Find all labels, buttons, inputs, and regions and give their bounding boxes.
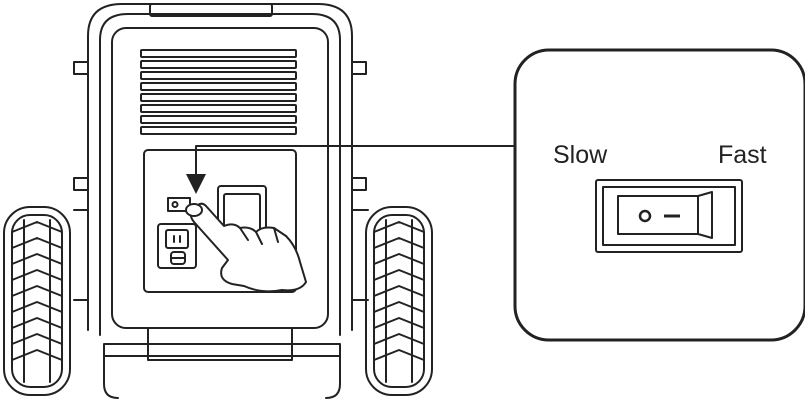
base-leg <box>325 355 341 399</box>
vent-grille <box>140 49 297 135</box>
switch-off-symbol <box>638 209 652 223</box>
frame-bracket <box>351 177 367 191</box>
wheel-right <box>365 206 433 396</box>
slow-label: Slow <box>553 141 608 169</box>
outlet-socket <box>165 229 189 249</box>
callout-leader-line <box>195 145 516 179</box>
wheel-left <box>3 206 71 396</box>
outer-frame <box>99 13 341 336</box>
tire-tread <box>373 221 425 361</box>
panel-switch-dot <box>171 201 179 208</box>
frame-bracket <box>73 177 89 191</box>
frame-bracket <box>73 61 89 75</box>
wheel-icon <box>365 206 433 396</box>
generator-icon <box>73 3 369 399</box>
base-plate <box>103 343 341 357</box>
frame-bracket <box>351 61 367 75</box>
switch-bezel-inner <box>602 186 736 246</box>
control-panel <box>143 149 297 293</box>
wheel-icon <box>3 206 71 396</box>
pointing-hand-icon <box>185 202 307 293</box>
outer-frame-tube <box>87 3 353 331</box>
fast-label: Fast <box>718 141 767 169</box>
panel-outlet <box>157 223 197 269</box>
arrow-down-icon <box>186 174 206 194</box>
switch-callout: Slow Fast <box>513 48 805 342</box>
switch-bezel <box>595 179 743 253</box>
base-leg <box>103 355 119 399</box>
base-block <box>147 327 293 361</box>
tire-tread <box>11 221 63 361</box>
